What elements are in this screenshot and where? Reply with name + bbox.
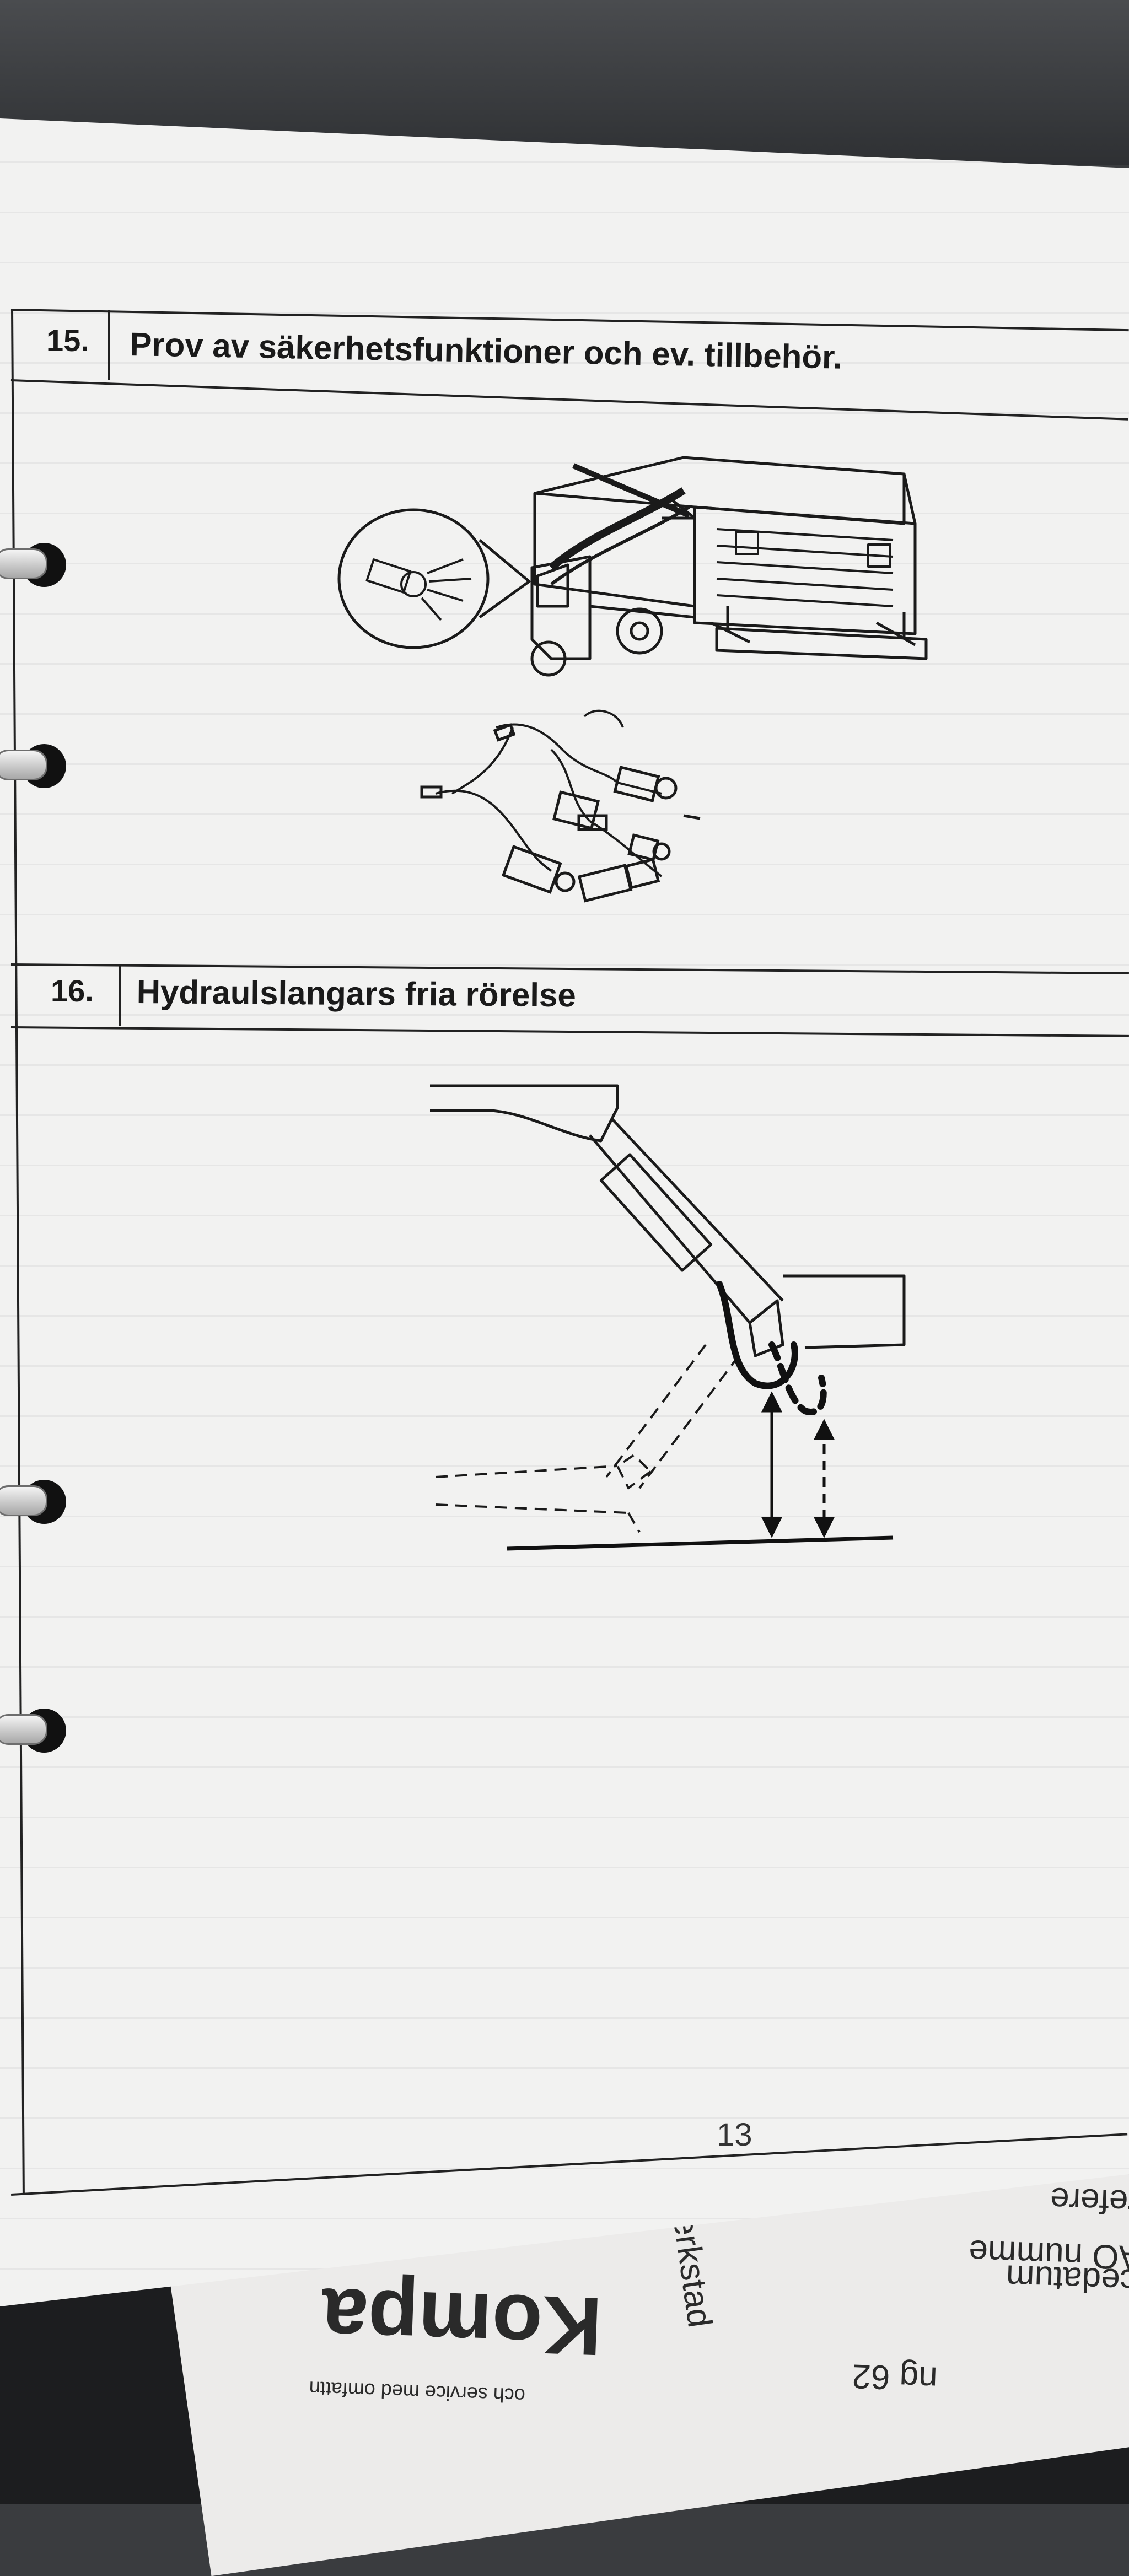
page-ruled-lines	[0, 118, 1129, 2306]
page-number: 13	[717, 2117, 752, 2153]
binder-ring-4	[0, 1709, 66, 1753]
section-15-number: 15.	[46, 323, 89, 358]
section-15-number-separator	[108, 310, 110, 380]
bg-line-7: ng 62	[851, 2357, 938, 2398]
bg-line-6: och service med omfattn	[309, 2377, 526, 2407]
section-16-number-separator	[119, 964, 121, 1026]
bg-line-3: Er refere	[1049, 2180, 1129, 2223]
section-16-title: Hydraulslangars fria rörelse	[136, 973, 576, 1014]
hydraulic-hose-illustration	[430, 1084, 906, 1551]
bg-line-2: AO numme	[968, 2233, 1129, 2277]
binder-ring-2	[0, 744, 66, 788]
binder-ring-1	[0, 543, 66, 587]
section-16-number: 16.	[51, 973, 94, 1008]
manual-page	[0, 118, 1129, 2306]
bg-line-5: Kompa	[320, 2271, 604, 2374]
binder-ring-3	[0, 1480, 66, 1524]
truck-safety-illustration	[337, 456, 928, 903]
